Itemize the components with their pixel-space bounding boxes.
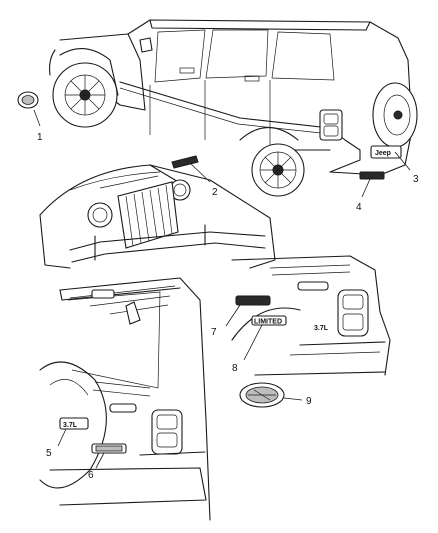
- callout-9: 9: [306, 396, 312, 407]
- hood-badge-icon: [171, 155, 199, 169]
- leader-lines: [33, 109, 411, 469]
- trim-nameplate-icon: [235, 295, 271, 306]
- limited-nameplate-icon: [251, 315, 287, 326]
- vehicle-front-view: [39, 155, 276, 269]
- callout-labels: 1 2 3 4 5 6 7 8 9: [37, 132, 419, 481]
- rear-nameplate-icon: [359, 171, 385, 180]
- jeep-rear-badge-icon: [370, 145, 402, 159]
- jeep-badge-text: Jeep: [375, 150, 391, 157]
- callout-6: 6: [88, 470, 94, 481]
- vehicle-side-view: Jeep: [17, 19, 418, 197]
- callout-7: 7: [211, 327, 217, 338]
- closeup-displacement-text: 3.7L: [314, 325, 329, 332]
- displacement-badge-icon: [59, 417, 89, 430]
- limited-badge-text: LIMITED: [254, 319, 282, 326]
- callout-5: 5: [46, 448, 52, 459]
- callout-4: 4: [356, 202, 362, 213]
- callout-2: 2: [212, 187, 218, 198]
- callout-8: 8: [232, 363, 238, 374]
- vehicle-rear-view: 3.7L: [39, 277, 211, 521]
- vehicle-rear-closeup-view: LIMITED 3.7L: [231, 255, 391, 408]
- callout-1: 1: [37, 132, 43, 143]
- callout-3: 3: [413, 174, 419, 185]
- displacement-badge-text: 3.7L: [63, 422, 78, 429]
